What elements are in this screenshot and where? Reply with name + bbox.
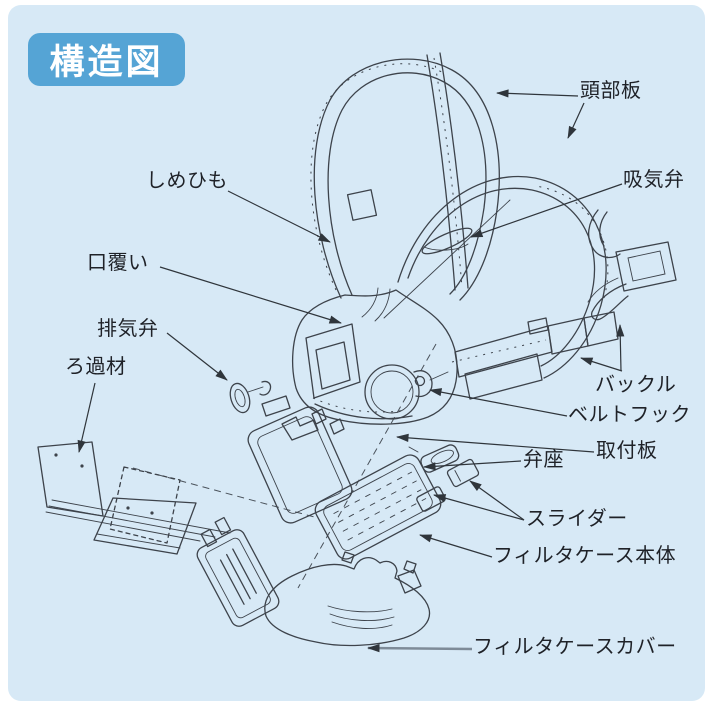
leader-valve-seat <box>423 460 522 471</box>
leader-head-plate-2 <box>567 102 585 139</box>
detached-buckle <box>587 209 677 321</box>
leader-inhalation-valve <box>470 183 623 238</box>
leader-belt-hook <box>429 388 568 417</box>
filter-sheets <box>37 441 231 555</box>
label-filter-case-cover: フィルタケースカバー <box>473 636 677 658</box>
exhaust-valve-part <box>229 380 291 417</box>
label-valve-seat: 弁座 <box>523 449 564 471</box>
diagram-title: 構造図 <box>49 43 164 82</box>
label-slider: スライダー <box>526 508 628 530</box>
label-exhaust-valve: 排気弁 <box>97 318 159 340</box>
filter-case-cover-part <box>264 551 431 647</box>
label-filter-case-body: フィルタケース本体 <box>493 545 677 567</box>
valve-seat-part <box>408 444 460 473</box>
leader-mounting-plate <box>396 433 595 453</box>
leader-exhaust-valve <box>166 332 228 381</box>
label-belt-hook: ベルトフック <box>568 404 691 426</box>
leader-mouth-cover <box>159 266 342 324</box>
leader-filter-case-body <box>419 534 493 558</box>
label-mouth-cover: 口覆い <box>87 252 149 274</box>
face-mask-body <box>281 287 458 441</box>
label-head-strap: しめひも <box>146 170 228 192</box>
leader-head-strap <box>227 190 331 243</box>
label-filter-material: ろ過材 <box>65 356 127 378</box>
filter-case-body-part <box>314 454 480 560</box>
diagram-title-badge: 構造図 <box>28 33 185 86</box>
leader-slider-2 <box>433 494 525 521</box>
strap-buckle-assembly <box>451 311 619 400</box>
label-mounting-plate: 取付板 <box>596 440 658 462</box>
leader-filter-case-cover <box>367 644 473 653</box>
leader-buckle-2 <box>616 324 625 372</box>
label-inhalation-valve: 吸気弁 <box>623 169 685 191</box>
leader-buckle-1 <box>580 357 623 372</box>
slider-clip-left <box>416 486 446 512</box>
leader-filter-material <box>77 382 96 453</box>
leader-lines <box>77 89 625 653</box>
label-buckle: バックル <box>595 374 677 396</box>
head-harness <box>310 52 609 379</box>
filter-frame <box>247 406 353 524</box>
leader-head-plate-1 <box>496 89 579 98</box>
leader-slider-1 <box>469 480 525 521</box>
label-head-plate: 頭部板 <box>580 80 642 102</box>
slider-plate <box>196 516 280 627</box>
